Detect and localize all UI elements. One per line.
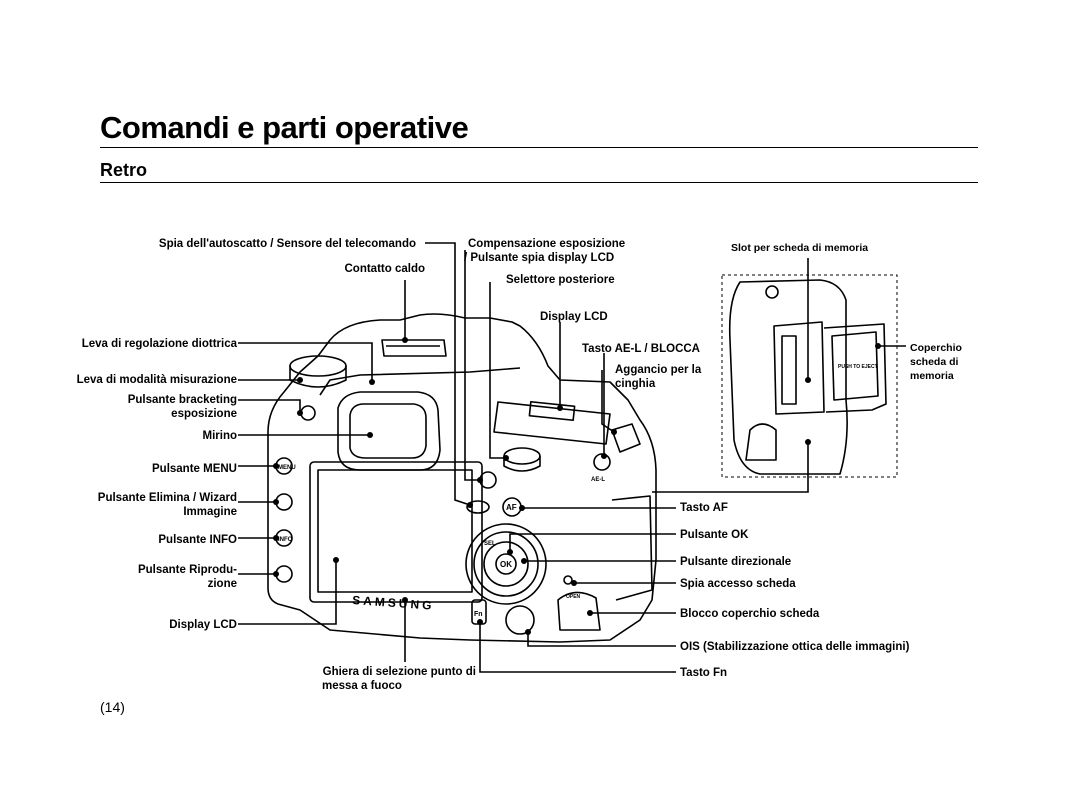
top-lcd-panel (493, 401, 611, 445)
label-selettore-posteriore: Selettore posteriore (506, 274, 615, 286)
label-aggancio-2: cinghia (615, 378, 656, 390)
label-pulsante-riproduzione-2: zione (207, 578, 237, 590)
lcd-screen (317, 469, 473, 593)
label-bracketing: Pulsante bracketing (127, 394, 237, 406)
label-spia-accesso: Spia accesso scheda (680, 578, 796, 590)
direction-pad (483, 541, 529, 587)
menu-marking: MENU (278, 465, 296, 471)
label-coperchio: Coperchio (910, 342, 962, 354)
af-marking: AF (506, 503, 517, 512)
section-rule (100, 182, 978, 183)
label-display-lcd-bottom: Display LCD (169, 619, 237, 631)
label-bracketing-2: esposizione (171, 408, 237, 420)
ois-switch (505, 605, 535, 635)
label-compensazione-2: / Pulsante spia display LCD (464, 252, 615, 264)
label-tasto-af: Tasto AF (680, 502, 728, 514)
info-marking: INFO (278, 537, 293, 543)
label-leva-diottrica: Leva di regolazione diottrica (81, 338, 237, 350)
label-ois: OIS (Stabilizzazione ottica delle immagi… (680, 641, 910, 653)
label-mirino: Mirino (202, 430, 238, 442)
label-display-lcd-top: Display LCD (540, 311, 608, 323)
label-pulsante-elimina: Pulsante Elimina / Wizard (97, 492, 237, 504)
open-marking: OPEN (566, 594, 581, 600)
card-slot-inset (721, 274, 898, 478)
mode-dial (289, 355, 347, 377)
label-contatto-caldo: Contatto caldo (344, 263, 426, 275)
title-rule (100, 147, 978, 148)
label-pulsante-elimina-2: Immagine (183, 506, 237, 518)
ok-marking: OK (500, 560, 512, 569)
page-number: (14) (100, 699, 125, 715)
label-pulsante-menu: Pulsante MENU (152, 463, 237, 475)
label-aggancio: Aggancio per la (615, 364, 702, 376)
label-ghiera-2: messa a fuoco (322, 680, 402, 692)
card-access-lamp (563, 575, 573, 585)
fn-marking: Fn (474, 611, 483, 618)
card-cover (823, 323, 887, 413)
hot-shoe (381, 339, 447, 357)
label-tasto-fn: Tasto Fn (680, 667, 728, 679)
page-title: Comandi e parti operative (100, 110, 469, 145)
label-coperchio-3: memoria (910, 370, 954, 382)
push-eject-marking: PUSH TO EJECT (838, 364, 878, 370)
label-spia-autoscatto: Spia dell'autoscatto / Sensore del telec… (158, 238, 416, 250)
label-pulsante-info: Pulsante INFO (158, 534, 237, 546)
card-slot (773, 321, 825, 415)
label-ghiera: Ghiera di selezione punto di (322, 666, 476, 678)
brand-marking: SAMSUNG (352, 593, 435, 613)
strap-lug (611, 423, 641, 453)
bracketing-button (300, 405, 316, 421)
label-pulsante-ok: Pulsante OK (680, 529, 749, 541)
label-pulsante-direzionale: Pulsante direzionale (680, 556, 792, 568)
label-slot-scheda: Slot per scheda di memoria (731, 242, 869, 254)
label-compensazione: Compensazione esposizione (468, 238, 626, 250)
ael-marking: AE-L (591, 477, 605, 483)
focus-point-dial (465, 523, 547, 605)
card-cover-lock (557, 591, 601, 631)
label-pulsante-riproduzione: Pulsante Riprodu- (137, 564, 237, 576)
label-tasto-ael: Tasto AE-L / BLOCCA (582, 343, 700, 355)
label-blocco-coperchio: Blocco coperchio scheda (680, 608, 820, 620)
ok-button (495, 553, 517, 575)
viewfinder-eyecup (337, 391, 441, 471)
label-coperchio-2: scheda di (910, 356, 959, 368)
sel-marking: SEL (484, 541, 496, 547)
rear-dial (503, 447, 541, 465)
self-timer-lamp (466, 500, 490, 514)
section-title: Retro (100, 160, 148, 180)
label-leva-misurazione: Leva di modalità misurazione (76, 374, 237, 386)
